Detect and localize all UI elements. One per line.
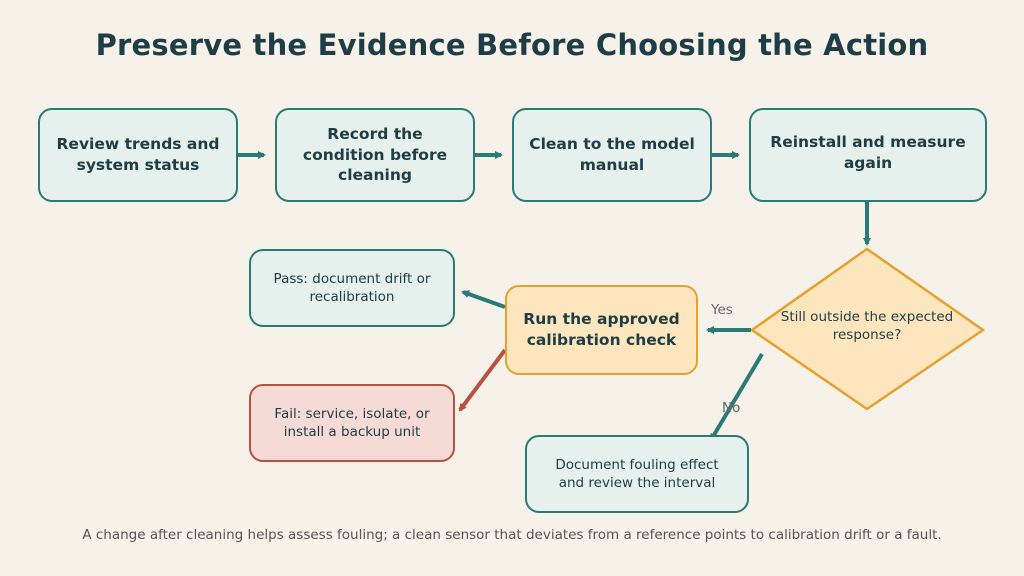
step-clean: Clean to the model manual	[512, 108, 712, 202]
edge-label-no: No	[722, 400, 741, 416]
step-label: Record the condition before cleaning	[302, 124, 448, 185]
arrow-check-to-pass	[461, 290, 506, 309]
step-review-trends: Review trends and system status	[38, 108, 238, 202]
arrow-no	[709, 352, 764, 442]
step-label: Clean to the model manual	[529, 135, 695, 174]
step-record-condition: Record the condition before cleaning	[275, 108, 475, 202]
footer-note: A change after cleaning helps assess fou…	[82, 527, 942, 543]
calibration-check-label: Run the approved calibration check	[523, 310, 680, 349]
arrow-check-to-fail	[458, 348, 507, 412]
outcome-no-label: Document fouling effect and review the i…	[555, 456, 719, 491]
outcome-no: Document fouling effect and review the i…	[525, 435, 749, 513]
decision-label: Still outside the expected response?	[780, 309, 954, 344]
calibration-check-box: Run the approved calibration check	[505, 285, 698, 375]
step-label: Review trends and system status	[56, 135, 220, 174]
outcome-fail: Fail: service, isolate, or install a bac…	[249, 384, 455, 462]
edge-label-yes: Yes	[711, 302, 733, 318]
outcome-fail-label: Fail: service, isolate, or install a bac…	[274, 405, 430, 440]
page-title: Preserve the Evidence Before Choosing th…	[95, 28, 929, 62]
decision-diamond	[749, 247, 986, 411]
outcome-pass: Pass: document drift or recalibration	[249, 249, 455, 327]
outcome-pass-label: Pass: document drift or recalibration	[273, 270, 431, 305]
step-label: Reinstall and measure again	[770, 133, 966, 172]
step-reinstall-measure: Reinstall and measure again	[749, 108, 987, 202]
